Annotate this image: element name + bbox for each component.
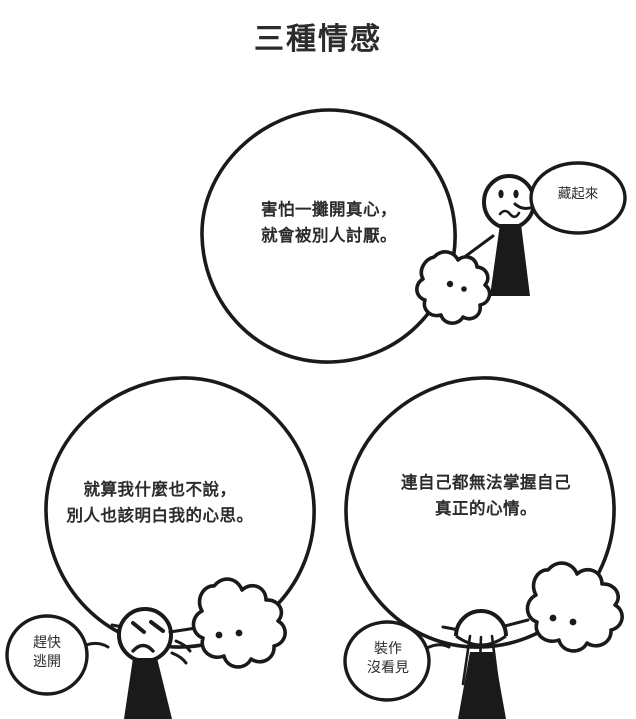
figure-bottom-left	[110, 607, 198, 719]
blob-eye-left	[215, 631, 223, 639]
figure-head	[482, 174, 536, 230]
bubble-tail	[425, 643, 451, 650]
figure-mouth	[498, 209, 521, 219]
blob-bottom-left	[191, 577, 287, 669]
blob-bottom-right	[525, 561, 624, 653]
figure-eye-left	[498, 189, 504, 199]
speech-bubble-ignore-label: 裝作 沒看見	[367, 641, 409, 676]
blob-eye-left	[549, 614, 557, 622]
figure-body	[124, 658, 172, 719]
speech-bubble-run-away-label: 趕快 逃開	[33, 635, 61, 670]
blob-eye-right	[235, 629, 243, 637]
speech-bubble-hide	[513, 161, 627, 235]
blob-eye-right	[569, 618, 577, 626]
bubble-tail	[84, 641, 110, 649]
venn-circle-unaware-label: 連自己都無法掌握自己 真正的心情。	[401, 473, 571, 518]
figure-mouth	[131, 643, 155, 653]
speech-bubble-ignore	[343, 620, 451, 702]
speech-bubble-run-away	[5, 614, 110, 696]
venn-circle-fear	[200, 108, 457, 364]
figure-top-right	[419, 174, 536, 296]
venn-circle-expectation	[44, 376, 316, 649]
figure-body	[490, 224, 530, 296]
venn-circle-expectation-label: 就算我什麼也不說， 別人也該明白我的心思。	[66, 480, 254, 525]
speech-bubble-hide-label: 藏起來	[557, 186, 599, 202]
page-title: 三種情感	[254, 22, 382, 57]
blob-top-right	[415, 250, 492, 325]
blob-eye-right	[461, 286, 467, 292]
motion-lines	[170, 639, 192, 665]
bubble-tail	[513, 202, 535, 210]
venn-circle-fear-label: 害怕一攤開真心， 就會被別人討厭。	[261, 200, 397, 245]
figure-head	[454, 609, 508, 637]
figure-bottom-right	[441, 609, 530, 719]
figure-head	[117, 607, 173, 663]
figure-eye-right	[149, 620, 165, 633]
figure-eye-right	[513, 189, 519, 199]
blob-eye-left	[446, 280, 454, 288]
figure-body	[458, 652, 506, 719]
figure-eye-left	[131, 621, 146, 634]
